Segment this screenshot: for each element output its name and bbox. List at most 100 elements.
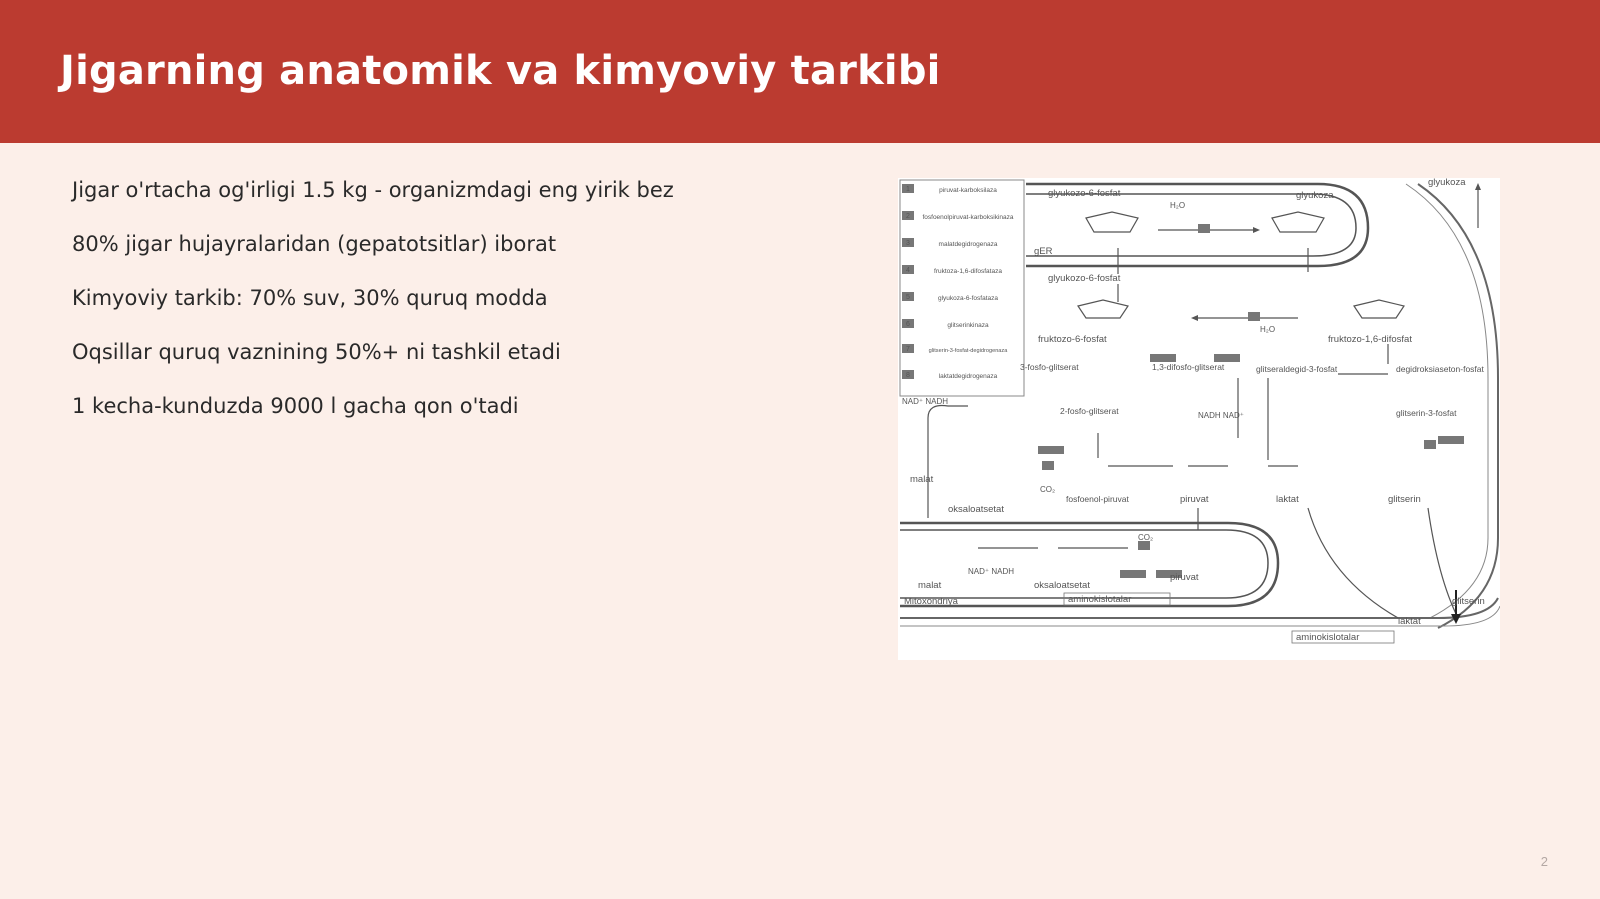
bullet-item: Kimyoviy tarkib: 70% suv, 30% quruq modd…: [72, 286, 548, 310]
metabolite-label: 2-fosfo-glitserat: [1060, 406, 1119, 416]
enzyme-badge: [1138, 541, 1150, 550]
legend-enzyme-label: laktatdegidrogenaza: [939, 373, 998, 380]
label-frame: [1063, 592, 1171, 606]
ger-membrane-inner: [1026, 193, 1357, 257]
cell-membrane: [1417, 183, 1499, 629]
metabolite-label: glitseraldegid-3-fosfat: [1256, 364, 1338, 374]
metabolite-label: fruktozo-1,6-difosfat: [1328, 334, 1412, 345]
legend-entry: 6 glitserinkinaza: [902, 319, 989, 329]
cell-membrane-bottom-inner: [900, 605, 1500, 627]
metabolite-label: aminokislotalar: [1068, 594, 1131, 605]
metabolite-label: malat: [918, 580, 942, 591]
legend-number: 2: [906, 213, 910, 220]
metabolite-label: 1,3-difosfo-glitserat: [1152, 362, 1225, 372]
glucose-ring-icon: [1271, 211, 1325, 233]
legend-number: 8: [906, 372, 910, 379]
metabolite-label: fruktozo-6-fosfat: [1038, 334, 1107, 345]
legend-entry: 2 fosfoenolpiruvat-karboksikinaza: [902, 211, 1014, 221]
mitochondria-membrane-outer: [900, 521, 1280, 608]
legend-number-badge: [902, 319, 914, 328]
legend-number: 7: [906, 346, 910, 353]
legend-number-badge: [902, 238, 914, 247]
cofactor-label: NADH NAD⁺: [1198, 411, 1244, 420]
metabolite-label: glyukozo-6-fosfat: [1048, 273, 1121, 284]
pathway-diagram-svg: 1 piruvat-karboksilaza 2 fosfoenolpiruva…: [899, 178, 1500, 644]
legend-entry: 7 glitserin-3-fosfat-degidrogenaza: [902, 344, 1008, 354]
enzyme-badge: [1248, 312, 1260, 321]
legend-entry: 4 fruktoza-1,6-difosfataza: [902, 265, 1002, 275]
metabolite-label: laktat: [1398, 616, 1421, 627]
enzyme-badge: [1198, 224, 1210, 233]
legend-enzyme-label: fosfoenolpiruvat-karboksikinaza: [922, 214, 1013, 221]
legend-entry: 8 laktatdegidrogenaza: [902, 370, 998, 380]
ger-membrane-outer: [1026, 182, 1370, 268]
metabolite-label: glitserin-3-fosfat: [1396, 408, 1457, 418]
metabolite-label: glyukoza: [1296, 190, 1334, 201]
legend-number-badge: [902, 184, 914, 193]
bullet-item: Jigar o'rtacha og'irligi 1.5 kg - organi…: [72, 178, 674, 202]
page-number: 2: [1540, 854, 1548, 869]
cofactor-badge: [1156, 570, 1182, 578]
title-bar: Jigarning anatomik va kimyoviy tarkibi: [0, 0, 1600, 143]
legend-enzyme-label: glyukoza-6-fosfataza: [938, 295, 998, 302]
metabolite-label: oksaloatsetat: [1034, 580, 1090, 591]
arrowhead-icon: [1253, 227, 1260, 233]
metabolite-label: glyukoza: [1428, 178, 1466, 188]
compartment-label: Mitoxondriya: [904, 596, 959, 607]
cell-membrane-bottom: [900, 597, 1499, 619]
metabolite-label: glitserin: [1388, 494, 1421, 505]
metabolite-label: piruvat: [1180, 494, 1209, 505]
arrowhead-icon: [1191, 315, 1198, 321]
cofactor-label: NAD⁺ NADH: [968, 567, 1014, 576]
cofactor-badge: [1038, 446, 1064, 454]
cell-membrane-inner: [1405, 183, 1489, 619]
glucose-ring-icon: [1085, 211, 1139, 233]
cofactor-badge: [1150, 354, 1176, 362]
metabolite-label: piruvat: [1170, 572, 1199, 583]
legend-number: 1: [906, 186, 910, 193]
reaction-arrow: [1307, 507, 1399, 619]
enzyme-badge: [1424, 440, 1436, 449]
fructose-ring-icon: [1353, 299, 1405, 319]
legend-number-badge: [902, 344, 914, 353]
metabolite-label: CO₂: [1138, 533, 1153, 542]
metabolite-label: glitserin: [1452, 596, 1485, 607]
legend-enzyme-label: glitserin-3-fosfat-degidrogenaza: [929, 348, 1009, 354]
metabolite-label: malat: [910, 474, 934, 485]
label-frame: [1291, 630, 1395, 644]
bullet-list: Jigar o'rtacha og'irligi 1.5 kg - organi…: [72, 175, 832, 445]
legend-number: 4: [906, 267, 910, 274]
metabolite-label: aminokislotalar: [1296, 632, 1359, 643]
reaction-arrow: [927, 404, 968, 419]
metabolite-label: 3-fosfo-glitserat: [1020, 362, 1079, 372]
mitochondria-membrane-inner: [900, 529, 1269, 599]
compartment-label: gER: [1034, 246, 1053, 257]
legend-number-badge: [902, 370, 914, 379]
fructose-ring-icon: [1077, 299, 1129, 319]
metabolite-label: laktat: [1276, 494, 1299, 505]
cofactor-badge: [1120, 570, 1146, 578]
slide-title: Jigarning anatomik va kimyoviy tarkibi: [60, 48, 941, 94]
metabolite-label: glyukozo-6-fosfat: [1048, 188, 1121, 199]
legend-number: 3: [906, 240, 910, 247]
metabolite-label: H₂O: [1260, 325, 1275, 334]
metabolite-label: fosfoenol-piruvat: [1066, 494, 1129, 504]
bullet-item: 80% jigar hujayralaridan (gepatotsitlar)…: [72, 232, 557, 256]
metabolite-label: oksaloatsetat: [948, 504, 1004, 515]
legend-entry: 1 piruvat-karboksilaza: [902, 184, 997, 194]
bullet-item: Oqsillar quruq vaznining 50%+ ni tashkil…: [72, 340, 561, 364]
legend-number: 6: [906, 321, 910, 328]
legend-number-badge: [902, 292, 914, 301]
legend-entry: 3 malatdegidrogenaza: [902, 238, 998, 248]
cofactor-label: NAD⁺ NADH: [902, 397, 948, 406]
legend-entry: 5 glyukoza-6-fosfataza: [902, 292, 998, 302]
cofactor-badge: [1214, 354, 1240, 362]
bullet-item: 1 kecha-kunduzda 9000 l gacha qon o'tadi: [72, 394, 519, 418]
enzyme-badge: [1042, 461, 1054, 470]
legend-enzyme-label: fruktoza-1,6-difosfataza: [934, 268, 1002, 275]
legend-enzyme-label: glitserinkinaza: [947, 322, 989, 329]
legend-enzyme-label: piruvat-karboksilaza: [939, 187, 997, 194]
metabolite-label: degidroksiaseton-fosfat: [1396, 364, 1485, 374]
arrowhead-icon: [1451, 614, 1461, 624]
metabolite-label: H₂O: [1170, 201, 1185, 210]
